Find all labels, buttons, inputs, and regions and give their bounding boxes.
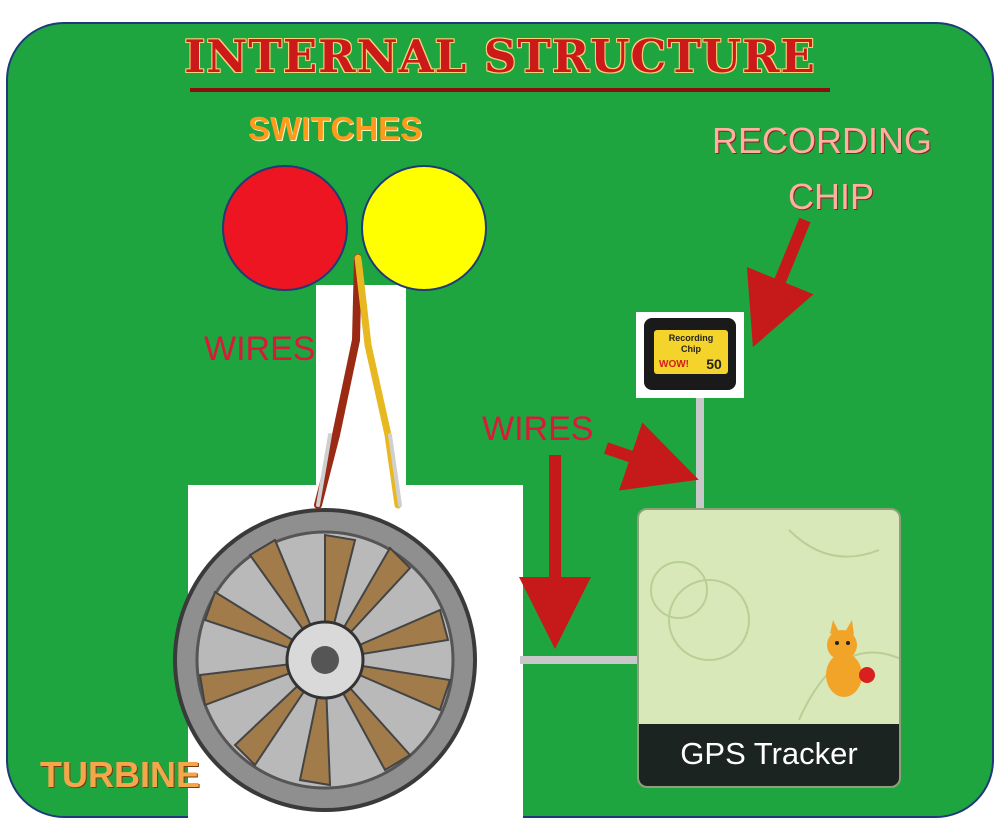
yellow-switch (361, 165, 487, 291)
arrow-recording-chip (762, 220, 805, 325)
title-underline (190, 88, 830, 92)
turbine-image (175, 485, 523, 820)
wires-label-right: WIRES (482, 410, 593, 449)
switches-label: SWITCHES (248, 110, 422, 148)
cat-mascot-icon (826, 620, 875, 697)
recording-label-line1: RECORDING (712, 120, 932, 162)
recording-chip: Recording Chip WOW! 50 (636, 312, 744, 398)
arrow-wires-right (606, 448, 676, 472)
chip-text-line1: Recording (669, 333, 714, 343)
turbine-label: TURBINE (40, 754, 200, 796)
gps-tracker: GPS Tracker (637, 508, 901, 788)
tracker-label: GPS Tracker (639, 736, 899, 772)
recording-label-line2: CHIP (788, 176, 874, 218)
red-switch (222, 165, 348, 291)
page-title: INTERNAL STRUCTURE (0, 30, 1000, 83)
chip-text-line2: Chip (681, 344, 701, 354)
chip-number: 50 (706, 356, 722, 372)
wires-label-left: WIRES (204, 330, 315, 369)
chip-brand: WOW! (659, 359, 689, 370)
